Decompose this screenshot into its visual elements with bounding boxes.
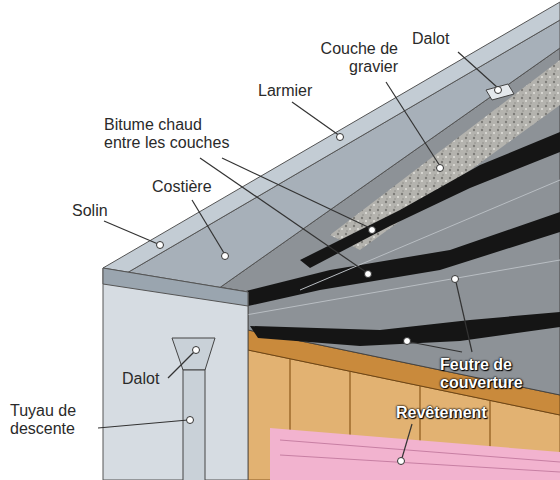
upstand	[120, 20, 560, 305]
part-label: Larmier	[258, 82, 312, 100]
part-label: Dalot	[412, 30, 449, 48]
parapet-wall	[103, 268, 248, 480]
part-label: Revêtement	[396, 404, 487, 422]
scupper-box	[172, 338, 215, 370]
insulation	[270, 428, 560, 480]
part-label: Feutre de couverture	[440, 356, 552, 391]
downspout-pipe	[183, 370, 205, 480]
part-label: Dalot	[122, 370, 159, 388]
part-label: Solin	[72, 202, 108, 220]
part-label: Bitume chaud entre les couches	[104, 116, 240, 151]
flashing-cap	[103, 2, 560, 300]
part-label: Tuyau de descente	[10, 402, 102, 437]
insulation-lines	[280, 440, 560, 472]
scupper	[486, 84, 514, 100]
part-label: Costière	[152, 178, 212, 196]
cap-front	[103, 268, 248, 306]
part-label: Couche de gravier	[292, 40, 398, 75]
leader-lines	[98, 52, 498, 458]
